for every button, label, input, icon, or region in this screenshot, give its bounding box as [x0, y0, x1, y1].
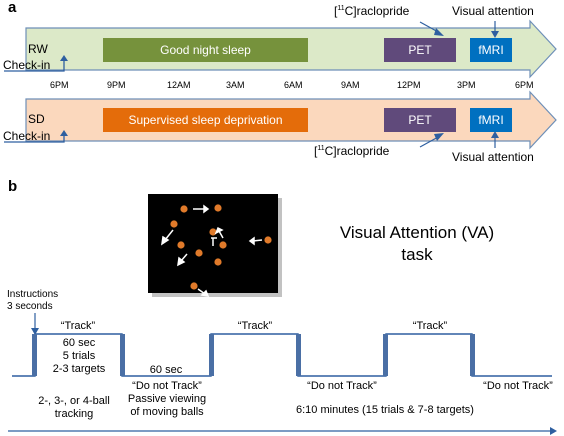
sd-row-label: SD	[28, 112, 45, 126]
sd-checkin-label: Check-in	[3, 129, 51, 143]
time-tick-3: 12AM	[167, 80, 191, 90]
time-tick-2: 9PM	[107, 80, 126, 90]
rw-checkin-label: Check-in	[3, 58, 51, 72]
panel-a-label: a	[8, 0, 17, 16]
time-tick-4: 3AM	[226, 80, 245, 90]
instructions-label: Instructions 3 seconds	[7, 289, 59, 312]
rw-checkin-arrow	[4, 58, 65, 72]
panel-b-label: b	[8, 178, 18, 195]
instruction-block-4	[296, 334, 301, 376]
instruction-block-2	[120, 334, 125, 376]
sd-visual-attention-label: Visual attention	[452, 150, 534, 164]
track-label-3: “Track”	[412, 320, 448, 332]
good-night-sleep-box: Good night sleep	[103, 38, 308, 62]
tracking-info: 2-, 3-, or 4-ball tracking	[38, 395, 110, 420]
do-not-track-label-2: “Do not Track”	[307, 380, 377, 392]
time-tick-9: 6PM	[515, 80, 534, 90]
instruction-block-5	[383, 334, 388, 376]
sleep-deprivation-box: Supervised sleep deprivation	[103, 108, 308, 132]
rw-visual-attention-label: Visual attention	[452, 4, 534, 18]
track-label-1: “Track”	[60, 320, 96, 332]
passive-duration: 60 sec	[149, 364, 183, 376]
rw-fmri-box: fMRI	[470, 38, 512, 62]
sd-fmri-box: fMRI	[470, 108, 512, 132]
do-not-track-label-3: “Do not Track”	[483, 380, 553, 392]
task-title: Visual Attention (VA) task	[339, 223, 495, 264]
motion-arrows	[161, 204, 263, 297]
track-label-2: “Track”	[237, 320, 273, 332]
time-tick-5: 6AM	[284, 80, 303, 90]
time-tick-8: 3PM	[457, 80, 476, 90]
moving-balls	[170, 204, 272, 290]
sd-raclopride-label: [11C]raclopride	[314, 144, 390, 158]
passive-block-info: “Do not Track” Passive viewing of moving…	[127, 380, 207, 418]
time-tick-1: 6PM	[50, 80, 69, 90]
time-tick-7: 12PM	[397, 80, 421, 90]
instruction-block-1	[32, 334, 37, 376]
time-tick-6: 9AM	[341, 80, 360, 90]
rw-row-label: RW	[28, 42, 48, 56]
instruction-block-6	[470, 334, 475, 376]
total-duration-label: 6:10 minutes (15 trials & 7-8 targets)	[296, 404, 474, 416]
task-timeline	[12, 333, 552, 377]
instruction-block-3	[209, 334, 214, 376]
sd-pet-box: PET	[384, 108, 456, 132]
rw-pet-box: PET	[384, 38, 456, 62]
rw-raclopride-label: [11C]raclopride	[334, 4, 410, 18]
track-block-info: 60 sec 5 trials 2-3 targets	[52, 337, 106, 375]
